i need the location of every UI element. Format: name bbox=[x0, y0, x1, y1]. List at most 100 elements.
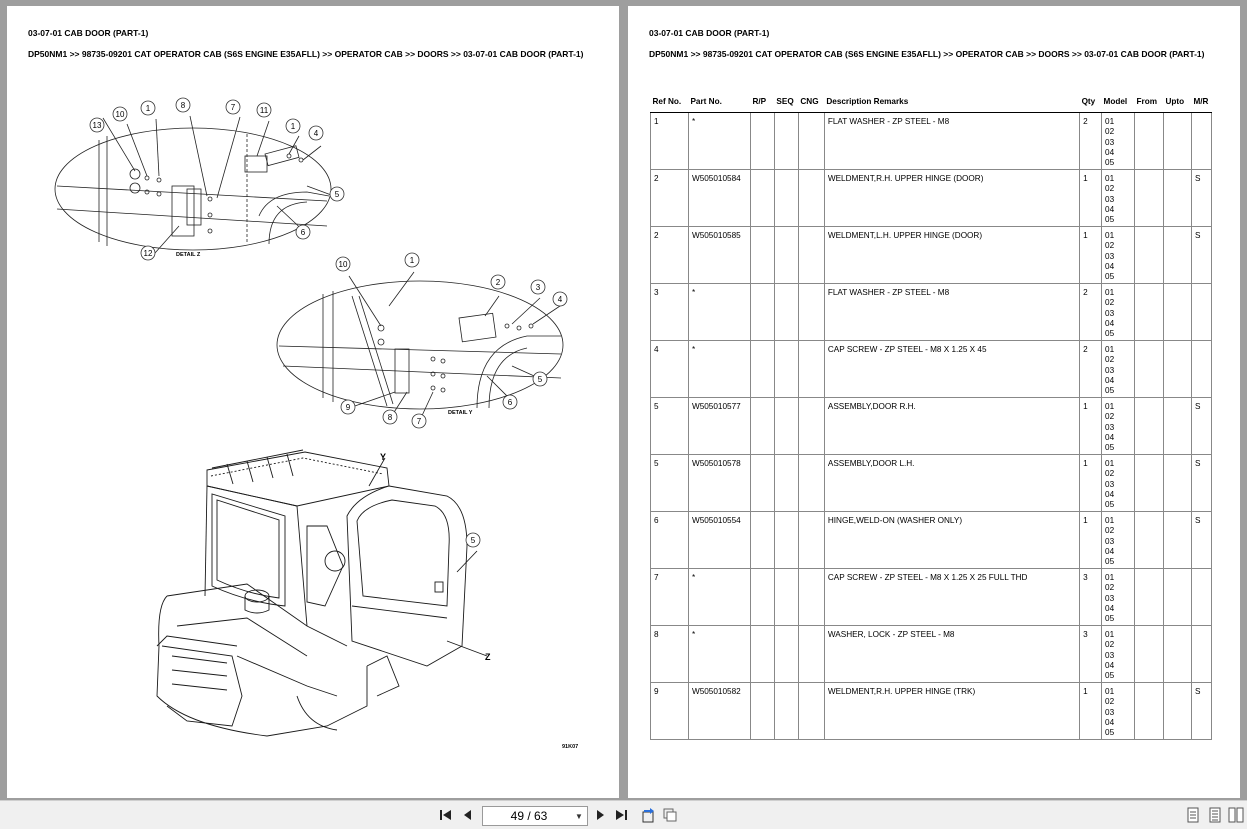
model-code: 02 bbox=[1105, 298, 1115, 308]
callout-y-10: 10 bbox=[335, 256, 351, 272]
prev-page-icon[interactable] bbox=[460, 807, 474, 823]
callout-7: 7 bbox=[225, 99, 241, 115]
qty-cell: 3 bbox=[1079, 568, 1103, 626]
column-header: CNG bbox=[798, 94, 825, 113]
table-row: 7* CAP SCREW - ZP STEEL - M8 X 1.25 X 25… bbox=[650, 568, 1213, 626]
y-marker: Y bbox=[380, 452, 386, 462]
callout-y-4: 4 bbox=[552, 291, 568, 307]
svg-text:6: 6 bbox=[508, 398, 513, 407]
cng-cell bbox=[797, 625, 825, 683]
cng-cell bbox=[797, 112, 825, 170]
cng-cell bbox=[797, 283, 825, 341]
model-code: 03 bbox=[1105, 593, 1115, 603]
upto-cell bbox=[1162, 226, 1192, 284]
from-cell bbox=[1134, 112, 1164, 170]
model-code: 05 bbox=[1105, 158, 1115, 168]
model-code: 04 bbox=[1105, 261, 1115, 271]
model-code: 03 bbox=[1105, 308, 1115, 318]
ref-no-cell: 1 bbox=[650, 112, 689, 170]
column-header: Description Remarks bbox=[824, 94, 1080, 113]
seq-cell bbox=[773, 568, 799, 626]
svg-text:13: 13 bbox=[93, 121, 102, 130]
description-cell: ASSEMBLY,DOOR L.H. bbox=[823, 454, 1081, 512]
model-code: 01 bbox=[1105, 459, 1115, 468]
svg-text:9: 9 bbox=[346, 403, 351, 412]
qty-cell: 1 bbox=[1079, 226, 1103, 284]
part-no-cell: * bbox=[687, 283, 751, 341]
svg-text:1: 1 bbox=[291, 122, 296, 131]
page-title: 03-07-01 CAB DOOR (PART-1) bbox=[649, 28, 770, 38]
model-code: 01 bbox=[1105, 402, 1115, 411]
detail-y-label: DETAIL Y bbox=[448, 410, 473, 416]
upto-cell bbox=[1162, 568, 1192, 626]
thumbnail-icon[interactable] bbox=[662, 807, 678, 823]
mr-cell: S bbox=[1190, 511, 1213, 569]
cng-cell bbox=[797, 169, 825, 227]
ref-no-cell: 6 bbox=[650, 511, 689, 569]
callout-13: 13 bbox=[89, 117, 105, 133]
rp-cell bbox=[749, 169, 775, 227]
model-code: 02 bbox=[1105, 697, 1115, 707]
next-page-icon[interactable] bbox=[594, 807, 608, 823]
callout-8: 8 bbox=[175, 97, 191, 113]
single-page-icon[interactable] bbox=[1186, 807, 1200, 823]
model-code: 01 bbox=[1105, 288, 1115, 297]
upto-cell bbox=[1162, 283, 1192, 341]
model-code: 02 bbox=[1105, 127, 1115, 137]
part-no-cell: * bbox=[687, 112, 751, 170]
rp-cell bbox=[749, 568, 775, 626]
svg-text:5: 5 bbox=[538, 375, 543, 384]
qty-cell: 3 bbox=[1079, 625, 1103, 683]
column-header: Ref No. bbox=[650, 94, 689, 113]
callout-y-1: 1 bbox=[404, 252, 420, 268]
column-header: Model bbox=[1101, 94, 1135, 113]
model-code: 05 bbox=[1105, 728, 1115, 738]
from-cell bbox=[1134, 682, 1164, 740]
rp-cell bbox=[749, 340, 775, 398]
mr-cell: S bbox=[1190, 454, 1213, 512]
first-page-icon[interactable] bbox=[438, 807, 454, 823]
rp-cell bbox=[749, 112, 775, 170]
model-code: 05 bbox=[1105, 500, 1115, 510]
rotate-icon[interactable] bbox=[640, 807, 656, 823]
svg-text:6: 6 bbox=[301, 228, 306, 237]
model-code: 04 bbox=[1105, 489, 1115, 499]
column-header: R/P bbox=[750, 94, 775, 113]
upto-cell bbox=[1162, 682, 1192, 740]
two-page-icon[interactable] bbox=[1208, 807, 1222, 823]
last-page-icon[interactable] bbox=[614, 807, 630, 823]
qty-cell: 1 bbox=[1079, 169, 1103, 227]
ref-no-cell: 9 bbox=[650, 682, 689, 740]
description-cell: WASHER, LOCK - ZP STEEL - M8 bbox=[823, 625, 1081, 683]
seq-cell bbox=[773, 340, 799, 398]
callout-y-7: 7 bbox=[411, 413, 427, 429]
svg-text:8: 8 bbox=[388, 413, 393, 422]
mr-cell: S bbox=[1190, 397, 1213, 455]
rp-cell bbox=[749, 682, 775, 740]
model-code: 03 bbox=[1105, 422, 1115, 432]
column-header: From bbox=[1134, 94, 1164, 113]
description-cell: HINGE,WELD-ON (WASHER ONLY) bbox=[823, 511, 1081, 569]
svg-text:1: 1 bbox=[146, 104, 151, 113]
page-number-select[interactable]: 49 / 63 ▼ bbox=[482, 806, 588, 826]
fit-width-icon[interactable] bbox=[1228, 807, 1244, 823]
seq-cell bbox=[773, 226, 799, 284]
callout-main-5: 5 bbox=[465, 532, 481, 548]
upto-cell bbox=[1162, 112, 1192, 170]
callout-6: 6 bbox=[295, 224, 311, 240]
upto-cell bbox=[1162, 511, 1192, 569]
upto-cell bbox=[1162, 625, 1192, 683]
qty-cell: 2 bbox=[1079, 112, 1103, 170]
upto-cell bbox=[1162, 169, 1192, 227]
ref-no-cell: 5 bbox=[650, 454, 689, 512]
